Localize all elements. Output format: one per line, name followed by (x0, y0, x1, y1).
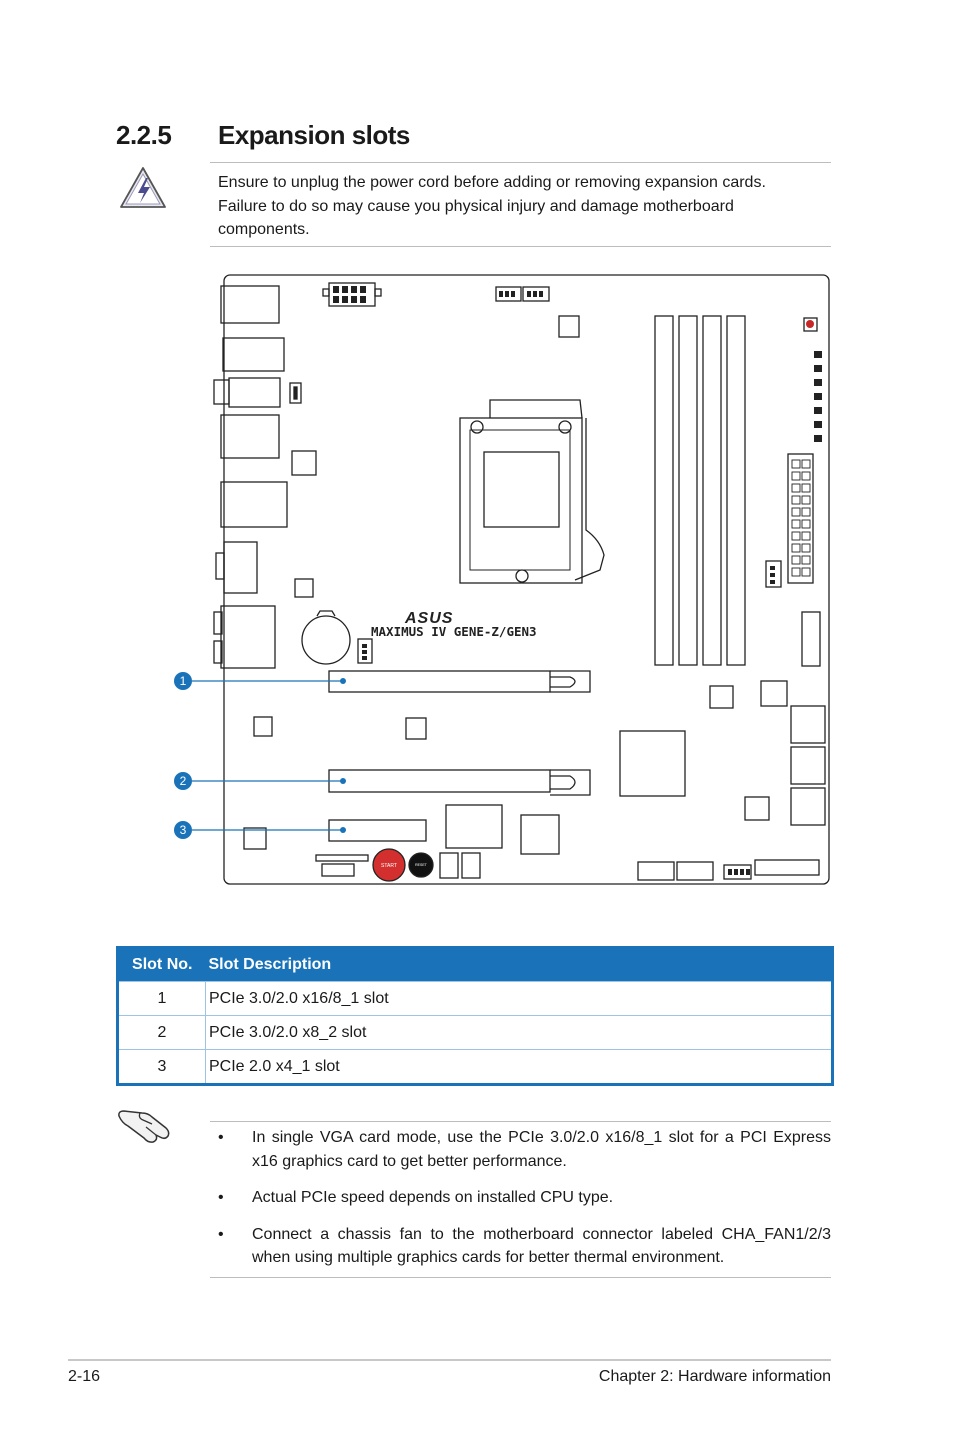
list-item: • Actual PCIe speed depends on installed… (210, 1186, 831, 1210)
table-row: 2 PCIe 3.0/2.0 x8_2 slot (117, 1015, 833, 1050)
hand-note-icon (118, 1110, 170, 1143)
note-text: Connect a chassis fan to the motherboard… (252, 1225, 831, 1267)
table-row: 3 PCIe 2.0 x4_1 slot (117, 1049, 833, 1085)
callout-2-label: 2 (180, 774, 187, 788)
slot-number: 2 (117, 1015, 206, 1050)
chapter-title: Chapter 2: Hardware information (598, 1368, 831, 1385)
slot-description: PCIe 3.0/2.0 x16/8_1 slot (205, 981, 833, 1016)
callout-2-marker (174, 772, 192, 790)
slot-description: PCIe 2.0 x4_1 slot (205, 1049, 833, 1085)
slot-number: 3 (117, 1049, 206, 1085)
slot-table: Slot No. Slot Description 1 PCIe 3.0/2.0… (116, 946, 834, 1086)
table-header-row: Slot No. Slot Description (117, 947, 833, 982)
reset-label: RESET (415, 863, 428, 867)
start-button-graphic (372, 848, 406, 882)
footer-rule (68, 1359, 831, 1361)
table-row: 1 PCIe 3.0/2.0 x16/8_1 slot (117, 981, 833, 1016)
start-label: START (381, 863, 397, 869)
header-slot-description: Slot Description (205, 947, 833, 982)
note-text: In single VGA card mode, use the PCIe 3.… (252, 1129, 831, 1170)
section-title: Expansion slots (218, 120, 410, 150)
slot-description: PCIe 3.0/2.0 x8_2 slot (205, 1015, 833, 1050)
list-item: • Connect a chassis fan to the motherboa… (210, 1223, 831, 1270)
warning-bottom-rule (210, 246, 831, 247)
reset-button-graphic (408, 852, 434, 878)
page-number: 2-16 (68, 1368, 101, 1385)
notes-bottom-rule (210, 1277, 831, 1278)
pcie-slot-2 (328, 769, 551, 793)
warning-line: Failure to do so may cause you physical … (218, 197, 734, 215)
callout-1-marker (174, 672, 192, 690)
header-slot-no: Slot No. (117, 947, 206, 982)
board-model: MAXIMUS IV GENE-Z/GEN3 (371, 624, 537, 639)
warning-top-rule (210, 162, 831, 163)
warning-line: Ensure to unplug the power cord before a… (218, 174, 766, 191)
bullet: • (218, 1225, 224, 1243)
warning-line: components. (218, 221, 310, 238)
motherboard-diagram: START RESET ASUS MAXIMUS IV GENE-Z/GEN3 … (174, 274, 830, 885)
bullet: • (218, 1129, 224, 1146)
callout-3-marker (174, 821, 192, 839)
bullet: • (218, 1189, 224, 1206)
warning-text: Ensure to unplug the power cord before a… (218, 171, 830, 242)
notes-list: • In single VGA card mode, use the PCIe … (210, 1126, 831, 1283)
slot-number: 1 (117, 981, 206, 1016)
section-number: 2.2.5 (116, 120, 172, 150)
note-text: Actual PCIe speed depends on installed C… (252, 1189, 614, 1206)
warning-triangle-icon (120, 167, 166, 208)
board-brand: ASUS (404, 610, 453, 627)
callout-1-label: 1 (180, 674, 187, 688)
notes-top-rule (210, 1121, 831, 1122)
pcie-slot-1 (328, 670, 551, 693)
list-item: • In single VGA card mode, use the PCIe … (210, 1126, 831, 1173)
callout-3-label: 3 (180, 823, 187, 837)
